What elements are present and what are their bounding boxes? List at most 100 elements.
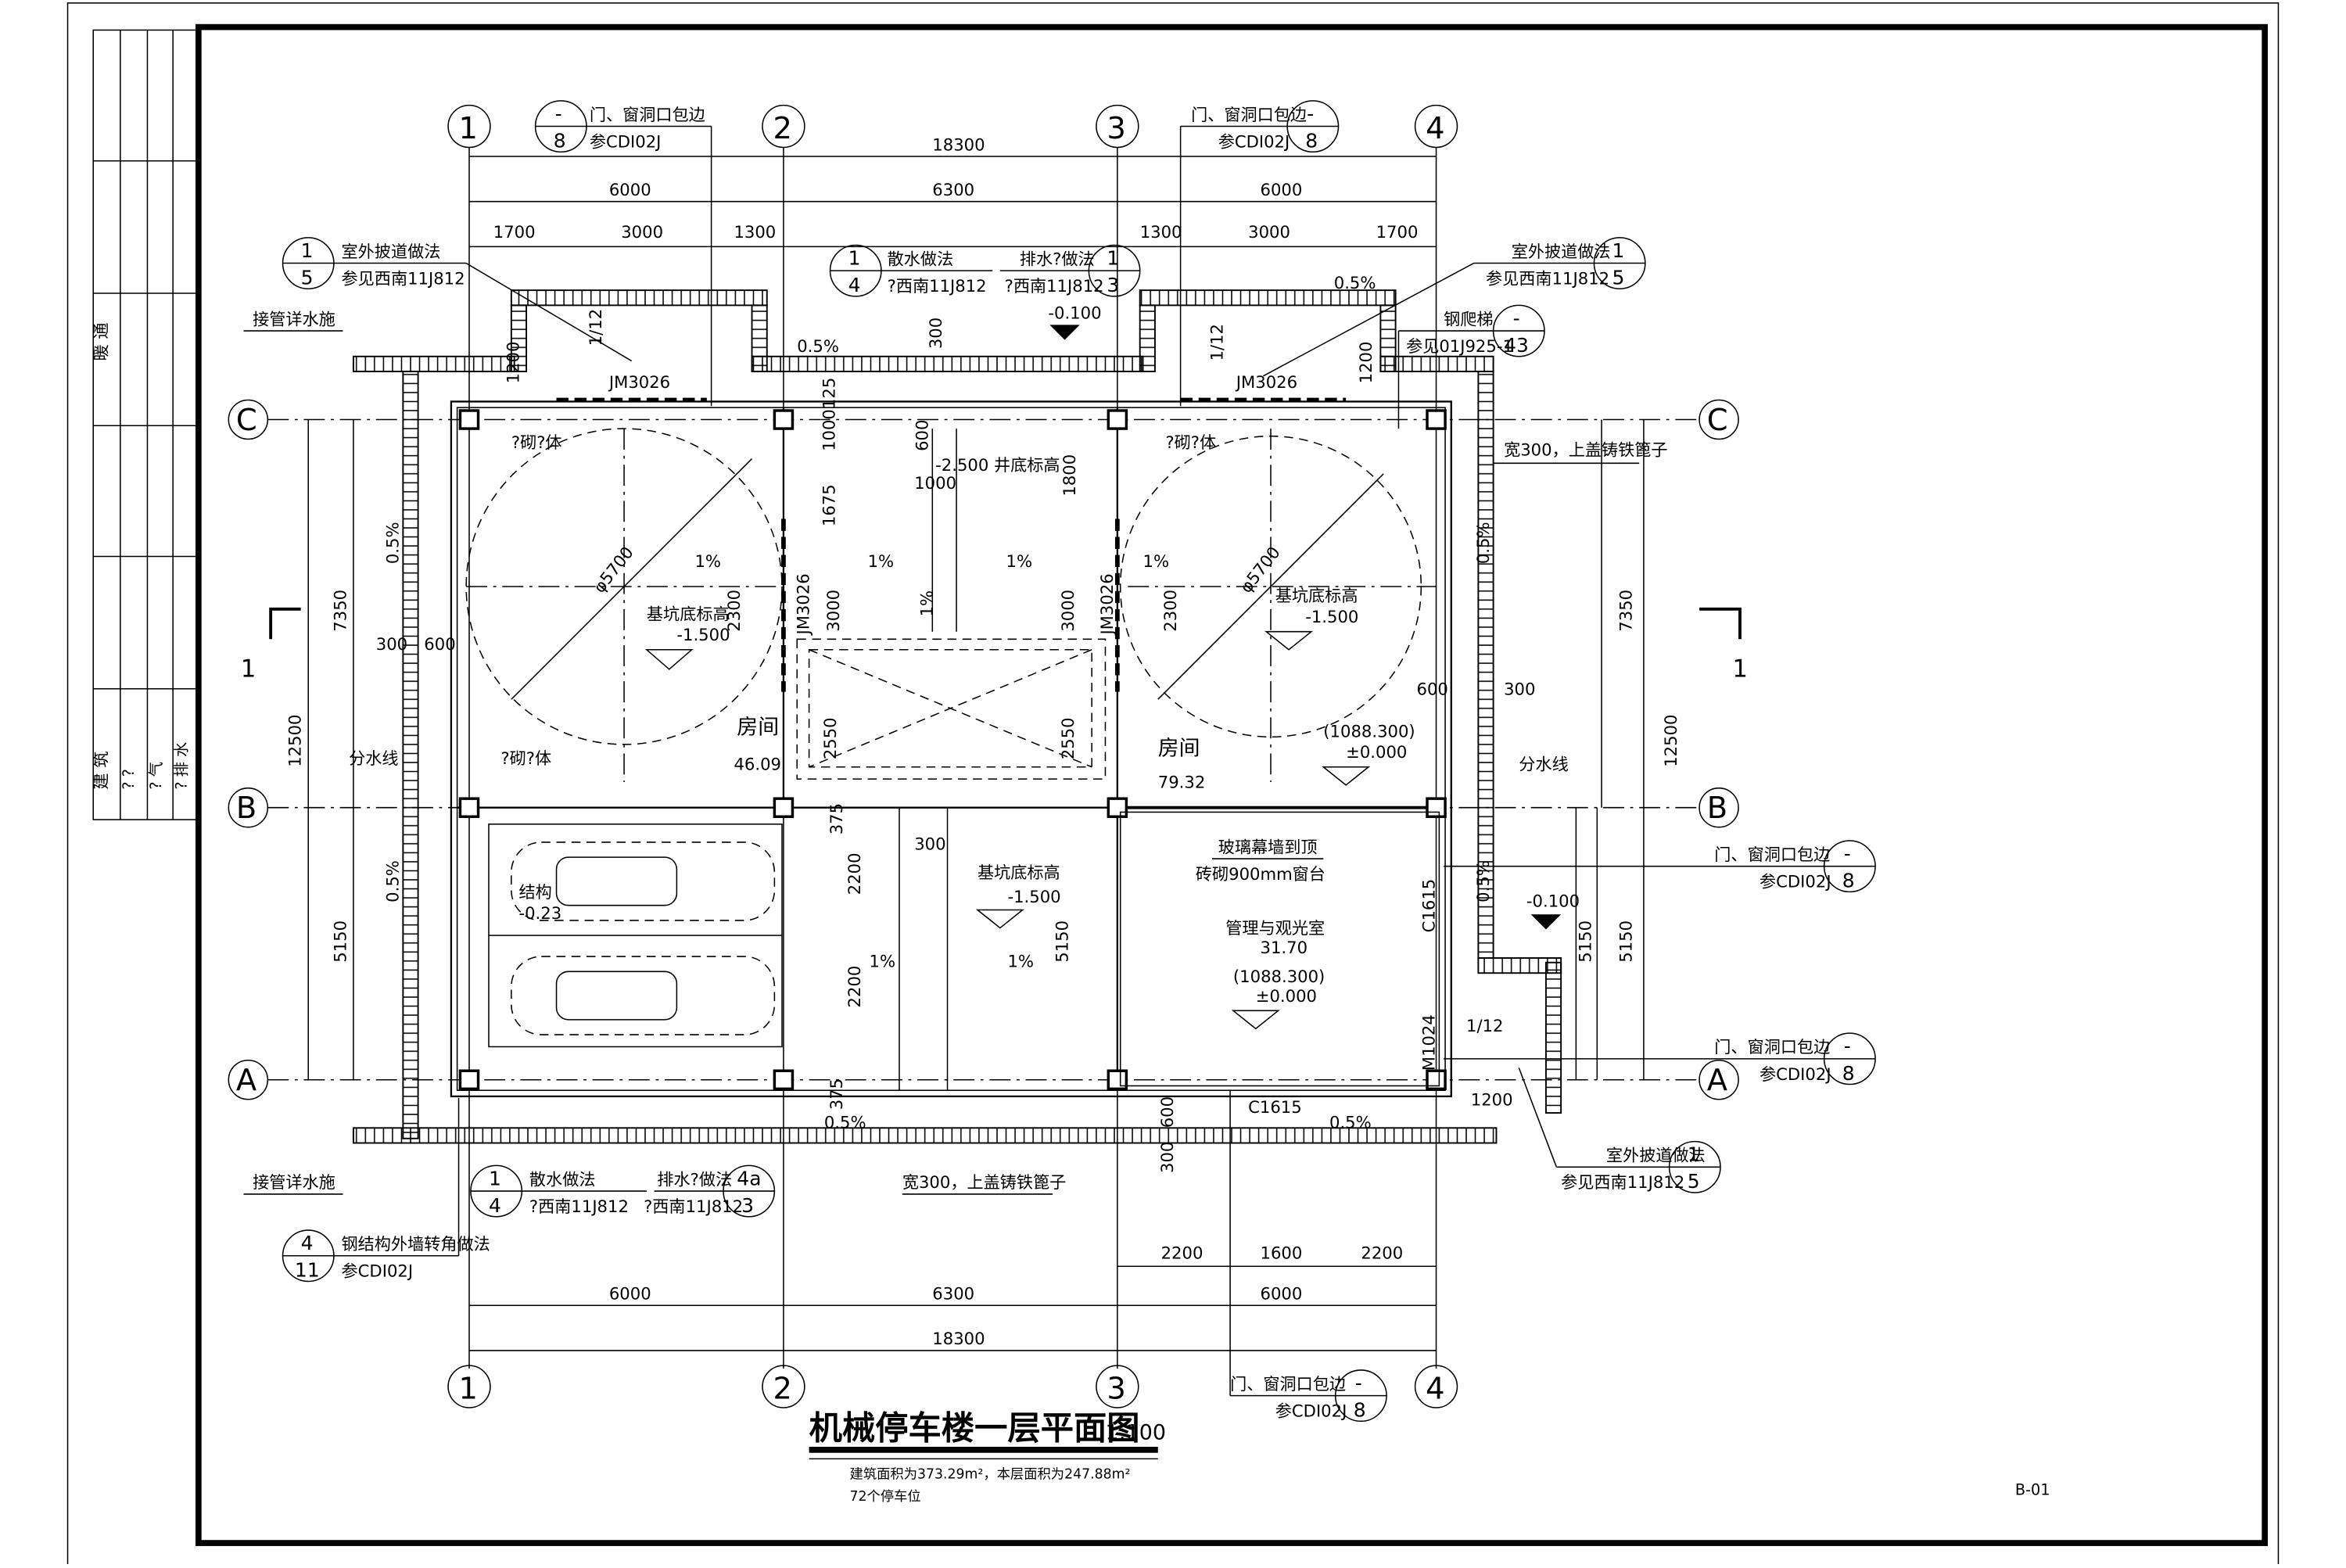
svg-text:4: 4	[489, 1194, 501, 1217]
svg-text:2200: 2200	[845, 852, 864, 895]
sheet-number: B-01	[2015, 1481, 2050, 1499]
svg-text:结构: 结构	[518, 882, 551, 902]
svg-text:?西南11J812: ?西南11J812	[529, 1197, 629, 1216]
column	[773, 409, 795, 430]
svg-text:1: 1	[301, 239, 314, 262]
svg-text:7350: 7350	[330, 590, 350, 632]
svg-text:18300: 18300	[932, 1329, 985, 1348]
doors: JM3026 JM3026 JM3026 JM3026 1/12 1/12 12…	[503, 309, 1376, 692]
axis-3-bottom: 3	[1096, 1365, 1139, 1408]
svg-text:钢结构外墙转角做法: 钢结构外墙转角做法	[342, 1234, 490, 1254]
svg-text:1000: 1000	[914, 473, 956, 493]
ref-apron-bottom: 14 散水做法?西南11J812	[470, 1164, 647, 1218]
svg-text:(1088.300): (1088.300)	[1233, 967, 1325, 986]
svg-text:门、窗洞口包边: 门、窗洞口包边	[1714, 1037, 1830, 1057]
svg-text:JM3026: JM3026	[608, 372, 670, 392]
axis-A-right: A	[1699, 1060, 1739, 1100]
svg-text:-: -	[1355, 1372, 1362, 1394]
axis-4-bottom: 4	[1414, 1365, 1458, 1408]
axis-2-bottom: 2	[762, 1365, 805, 1408]
svg-text:1%: 1%	[1006, 551, 1033, 571]
svg-text:1000: 1000	[819, 409, 838, 451]
svg-text:375: 375	[827, 803, 846, 834]
column	[1426, 797, 1447, 818]
bottom-dimensions: 2200 1600 2200 6000 6300 6000 18300	[469, 1243, 1437, 1351]
svg-text:?西南11J812: ?西南11J812	[644, 1197, 743, 1216]
svg-text:3: 3	[1107, 111, 1125, 146]
svg-text:门、窗洞口包边: 门、窗洞口包边	[590, 105, 705, 124]
drawing-title-block: 机械停车楼一层平面图 1:100 建筑面积为373.29m²，本层面积为247.…	[809, 1408, 2050, 1505]
svg-text:4: 4	[1426, 111, 1444, 146]
svg-text:玻璃幕墙到顶: 玻璃幕墙到顶	[1218, 837, 1318, 856]
svg-text:±0.000: ±0.000	[1346, 742, 1407, 762]
svg-text:1: 1	[1732, 655, 1748, 683]
svg-text:1/12: 1/12	[1466, 1016, 1503, 1035]
svg-text:1200: 1200	[1471, 1089, 1513, 1109]
svg-text:1600: 1600	[1261, 1243, 1303, 1263]
svg-text:5: 5	[301, 266, 314, 289]
svg-text:3000: 3000	[1248, 222, 1290, 242]
svg-text:-2.500 井底标高: -2.500 井底标高	[935, 455, 1060, 475]
svg-text:室外披道做法: 室外披道做法	[1512, 242, 1611, 261]
svg-text:79.32: 79.32	[1158, 773, 1206, 792]
axis-B-right: B	[1699, 787, 1739, 828]
svg-text:JM3026: JM3026	[1235, 372, 1297, 392]
svg-text:0.5%: 0.5%	[383, 522, 403, 564]
svg-text:4: 4	[301, 1232, 314, 1254]
svg-text:2200: 2200	[845, 966, 864, 1008]
svg-text:5: 5	[1612, 266, 1625, 289]
svg-text:1: 1	[459, 1371, 478, 1406]
svg-text:参CDI02J: 参CDI02J	[342, 1261, 414, 1281]
svg-text:3000: 3000	[1058, 590, 1078, 632]
svg-text:0.5%: 0.5%	[824, 1112, 866, 1132]
svg-text:?砌?体: ?砌?体	[1165, 432, 1216, 452]
svg-text:5150: 5150	[330, 920, 350, 963]
column-axes: 1 2 3 4 1 2 3 4	[447, 104, 1458, 1408]
axis-C-left: C	[228, 399, 1700, 440]
svg-text:-1.500: -1.500	[676, 625, 730, 644]
svg-text:参CDI02J: 参CDI02J	[1218, 131, 1290, 151]
ref-drain-bottom: 4a3 排水?做法?西南11J812	[644, 1164, 776, 1218]
row-axes: C B A C B A	[228, 399, 1739, 1100]
svg-text:B: B	[236, 791, 256, 826]
svg-text:参见西南11J812: 参见西南11J812	[342, 268, 465, 288]
axis-4-top: 4	[1414, 104, 1458, 1369]
svg-text:0.5%: 0.5%	[1473, 860, 1493, 902]
svg-text:1%: 1%	[868, 551, 895, 571]
svg-text:φ5700: φ5700	[589, 543, 637, 597]
svg-text:2300: 2300	[1160, 590, 1180, 632]
svg-text:2200: 2200	[1361, 1243, 1403, 1263]
svg-text:门、窗洞口包边: 门、窗洞口包边	[1714, 845, 1830, 864]
svg-text:1200: 1200	[503, 342, 522, 384]
svg-text:-: -	[1307, 102, 1314, 125]
svg-text:8: 8	[1305, 129, 1318, 152]
svg-text:300: 300	[926, 318, 945, 349]
inner-border	[196, 23, 2268, 1546]
svg-text:宽300，上盖铸铁篦子: 宽300，上盖铸铁篦子	[1504, 440, 1667, 460]
drawing-title: 机械停车楼一层平面图	[809, 1408, 1140, 1447]
column	[1426, 409, 1447, 430]
svg-text:1300: 1300	[734, 222, 776, 242]
svg-text:A: A	[236, 1063, 256, 1098]
svg-text:5150: 5150	[1576, 920, 1595, 963]
svg-text:参见01J925-1: 参见01J925-1	[1406, 336, 1513, 356]
svg-text:43: 43	[1504, 334, 1529, 357]
svg-text:6300: 6300	[932, 1284, 974, 1304]
svg-text:1/12: 1/12	[1207, 324, 1226, 361]
svg-text:分水线: 分水线	[349, 748, 398, 768]
svg-text:8: 8	[554, 129, 566, 152]
title-block-hvac: 暖 通	[91, 323, 111, 361]
svg-text:0.5%: 0.5%	[1473, 522, 1493, 564]
svg-text:300: 300	[914, 834, 945, 854]
svg-text:参CDI02J: 参CDI02J	[590, 131, 662, 151]
svg-text:6300: 6300	[932, 180, 974, 199]
svg-text:46.09: 46.09	[734, 755, 781, 774]
ref-drain-top: 13 排水?做法?西南11J812	[999, 244, 1141, 297]
